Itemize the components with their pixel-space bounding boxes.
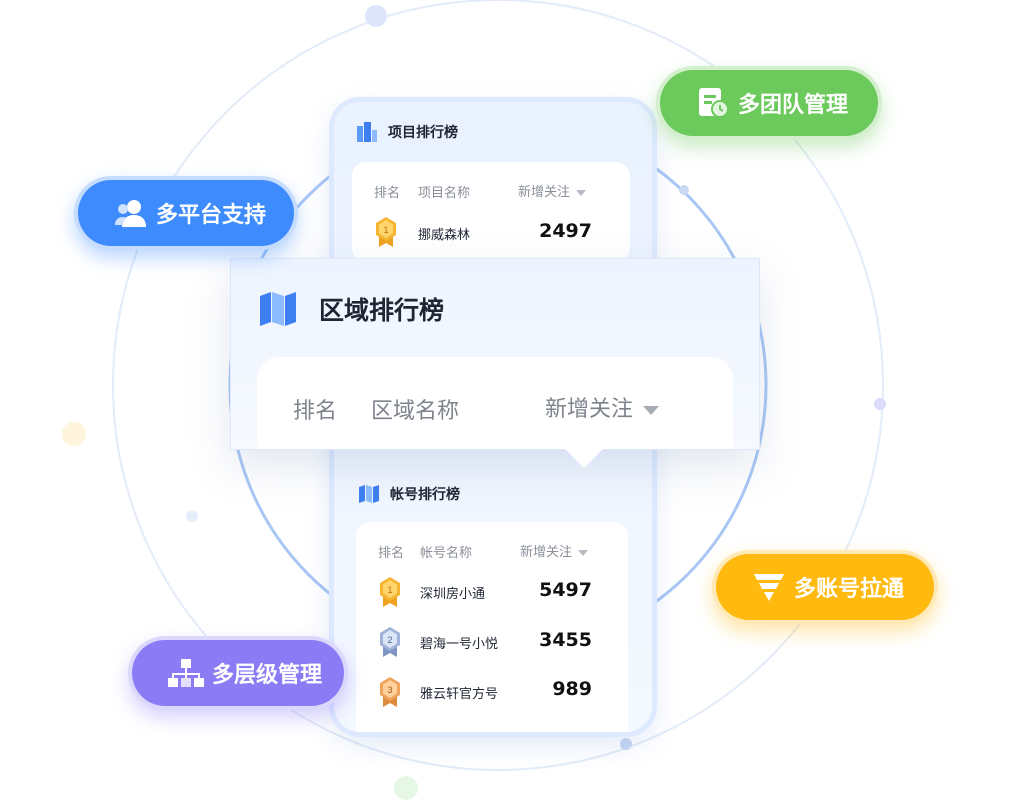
funnel-icon bbox=[754, 574, 784, 601]
document-clock-icon bbox=[699, 88, 729, 118]
pill-label: 多团队管理 bbox=[738, 93, 849, 118]
col-metric[interactable]: 新增关注 bbox=[520, 541, 589, 560]
account-board-table: 排名 帐号名称 新增关注 1 深圳房小通 5497 2 碧海一号小悦 3455 … bbox=[356, 522, 628, 732]
account-board-title: 帐号排行榜 bbox=[390, 487, 460, 503]
region-board-card: 区域排行榜 排名 区域名称 新增关注 bbox=[230, 258, 760, 450]
pill-multi-level: 多层级管理 bbox=[128, 636, 348, 710]
sort-triangle-icon bbox=[643, 405, 660, 415]
col-rank: 排名 bbox=[293, 399, 338, 424]
pill-label: 多账号拉通 bbox=[794, 577, 905, 602]
medal-bronze-icon: 3 bbox=[380, 677, 400, 707]
row-value: 989 bbox=[552, 678, 592, 700]
hierarchy-icon bbox=[168, 659, 204, 687]
account-board-header: 帐号排行榜 bbox=[358, 484, 460, 504]
users-icon bbox=[115, 200, 146, 227]
col-name: 帐号名称 bbox=[420, 546, 473, 561]
col-name: 区域名称 bbox=[371, 399, 460, 424]
col-metric[interactable]: 新增关注 bbox=[545, 391, 660, 423]
project-board-title: 项目排行榜 bbox=[388, 125, 458, 141]
svg-text:1: 1 bbox=[383, 225, 388, 235]
row-name: 深圳房小通 bbox=[420, 587, 486, 602]
medal-silver-icon: 2 bbox=[380, 627, 400, 657]
pill-label: 多层级管理 bbox=[212, 663, 323, 688]
region-board-title: 区域排行榜 bbox=[319, 296, 445, 325]
building-icon bbox=[357, 122, 377, 142]
project-board-table: 排名 项目名称 新增关注 1 挪威森林 2497 bbox=[352, 162, 630, 262]
sort-triangle-icon bbox=[576, 189, 587, 196]
pill-multi-team: 多团队管理 bbox=[656, 66, 882, 140]
region-card-pointer bbox=[562, 446, 606, 468]
row-value: 5497 bbox=[539, 579, 592, 601]
medal-gold-icon: 1 bbox=[380, 577, 400, 607]
pill-label: 多平台支持 bbox=[156, 203, 267, 228]
row-name: 挪威森林 bbox=[418, 228, 471, 243]
pill-multi-platform: 多平台支持 bbox=[74, 176, 298, 250]
col-rank: 排名 bbox=[374, 186, 401, 201]
col-rank: 排名 bbox=[378, 546, 405, 561]
col-metric[interactable]: 新增关注 bbox=[518, 181, 587, 200]
svg-text:2: 2 bbox=[387, 635, 392, 645]
row-name: 雅云轩官方号 bbox=[420, 687, 499, 702]
pill-multi-account: 多账号拉通 bbox=[712, 550, 938, 624]
map-icon bbox=[359, 485, 379, 503]
map-icon bbox=[260, 292, 296, 326]
project-board-header: 项目排行榜 bbox=[356, 122, 458, 142]
svg-text:3: 3 bbox=[387, 685, 392, 695]
row-value: 3455 bbox=[539, 629, 592, 651]
svg-text:1: 1 bbox=[387, 585, 392, 595]
medal-gold-icon: 1 bbox=[376, 217, 396, 247]
col-name: 项目名称 bbox=[418, 186, 471, 201]
sort-triangle-icon bbox=[578, 549, 589, 556]
row-name: 碧海一号小悦 bbox=[420, 637, 499, 652]
region-board-table: 排名 区域名称 新增关注 bbox=[257, 357, 733, 449]
row-value: 2497 bbox=[539, 220, 592, 242]
